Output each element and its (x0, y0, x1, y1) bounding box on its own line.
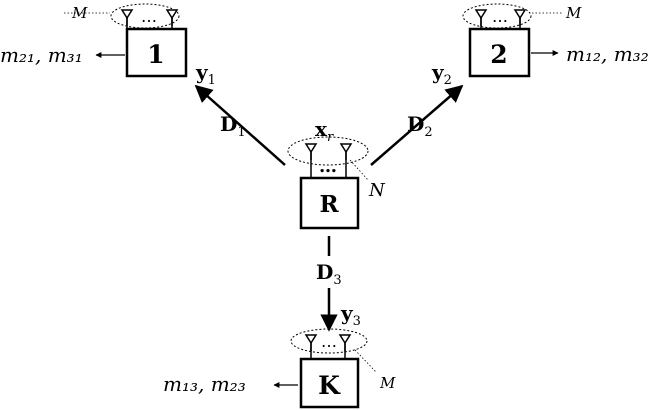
antenna-icon (305, 334, 317, 352)
antenna-count-label: M (379, 374, 396, 392)
antenna-array-ellipse (290, 328, 368, 354)
node-label: K (318, 371, 341, 400)
received-signal-label: y3 (340, 301, 361, 329)
antenna-dots: … (492, 7, 508, 26)
received-signal-label: y1 (195, 60, 216, 88)
antenna-icon (475, 9, 487, 27)
node-2: … M 2 m₁₂, m₃₂ y2 (431, 3, 649, 88)
antenna-array-ellipse (462, 3, 532, 29)
node-box (468, 27, 531, 78)
channel-d2: D2 (370, 84, 464, 166)
antenna-icon (121, 9, 133, 27)
node-label: 1 (147, 40, 164, 69)
received-signal-label: y2 (431, 60, 452, 88)
node-label: 2 (490, 40, 507, 69)
antenna-count-label: M (565, 4, 582, 22)
channel-d3: D3 (316, 236, 342, 332)
channel-d1: D1 (194, 84, 286, 166)
antenna-dots: … (321, 332, 337, 351)
antenna-array-ellipse (287, 136, 369, 166)
relay-box (299, 176, 360, 230)
channel-label: D1 (220, 112, 246, 140)
antenna-icon (514, 9, 526, 27)
antenna-dots: … (141, 7, 157, 26)
messages-label: m₁₂, m₃₂ (566, 42, 649, 66)
antenna-count-label: M (71, 4, 88, 22)
relay-node: xr … N R (287, 117, 386, 230)
node-box (125, 27, 188, 78)
channel-label: D3 (316, 260, 342, 288)
channel-label: D2 (407, 112, 433, 140)
node-1: … M 1 m₂₁, m₃₁ y1 (0, 3, 216, 88)
antenna-count-label: N (368, 180, 386, 201)
messages-label: m₂₁, m₃₁ (0, 43, 83, 67)
node-box (299, 357, 360, 409)
relay-label: R (319, 191, 339, 218)
messages-label: m₁₃, m₂₃ (163, 372, 246, 396)
node-k: y3 … M K m₁₃, m₂₃ (163, 301, 396, 409)
antenna-icon (305, 143, 317, 161)
antenna-icon (339, 334, 351, 352)
transmit-signal-label: xr (315, 117, 334, 145)
antenna-dots: … (319, 156, 337, 177)
antenna-array-ellipse (110, 3, 180, 29)
antenna-icon (166, 9, 178, 27)
antenna-icon (340, 143, 352, 161)
